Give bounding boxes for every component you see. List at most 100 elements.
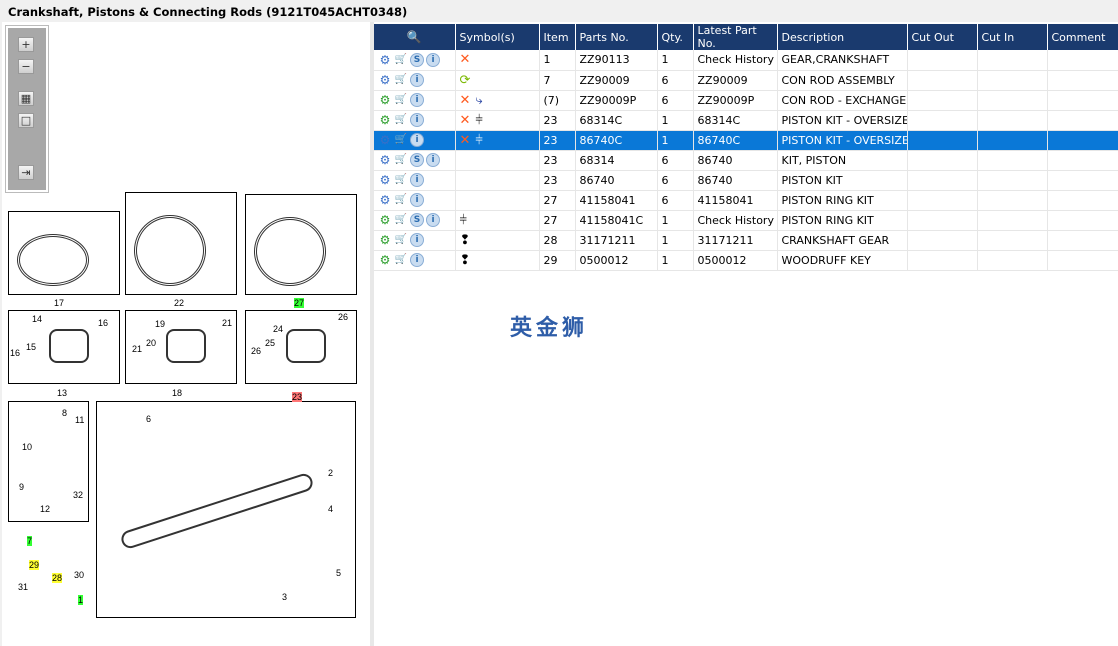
info-icon[interactable]: i [426, 52, 440, 67]
cart-icon[interactable]: 🛒 [394, 194, 408, 205]
callout-32[interactable]: 32 [73, 490, 84, 500]
cart-icon[interactable]: 🛒 [394, 134, 408, 145]
settings-icon[interactable]: ⚙ [379, 93, 391, 107]
callout-23[interactable]: 23 [292, 392, 303, 402]
piston-13[interactable] [8, 310, 120, 384]
callout-3[interactable]: 3 [282, 592, 288, 602]
column-header[interactable]: Description [777, 24, 908, 50]
callout-15[interactable]: 15 [26, 342, 37, 352]
supersession-icon[interactable]: S [410, 52, 424, 67]
callout-21[interactable]: 21 [222, 318, 233, 328]
callout-5[interactable]: 5 [336, 568, 342, 578]
column-header[interactable]: Comment [1047, 24, 1118, 50]
export-button[interactable]: ⇥ [18, 165, 34, 180]
settings-icon[interactable]: ⚙ [379, 133, 391, 147]
info-icon[interactable]: i [410, 253, 424, 267]
callout-22[interactable]: 22 [174, 298, 185, 308]
cart-icon[interactable]: 🛒 [394, 53, 408, 65]
callout-16[interactable]: 16 [98, 318, 109, 328]
ring-set-27[interactable] [245, 194, 357, 295]
settings-icon[interactable]: ⚙ [379, 173, 391, 187]
cart-icon[interactable]: 🛒 [394, 94, 408, 105]
callout-8[interactable]: 8 [62, 408, 68, 418]
cart-icon[interactable]: 🛒 [394, 254, 408, 265]
callout-9[interactable]: 9 [19, 482, 25, 492]
supersession-icon[interactable]: S [410, 213, 424, 227]
column-header[interactable]: Latest Part No. [693, 24, 778, 50]
callout-2[interactable]: 2 [328, 468, 334, 478]
settings-icon[interactable]: ⚙ [379, 113, 391, 127]
piston-23[interactable] [245, 310, 357, 384]
settings-icon[interactable]: ⚙ [379, 233, 391, 247]
callout-20[interactable]: 20 [146, 338, 157, 348]
callout-19[interactable]: 19 [155, 319, 166, 329]
ring-set-22[interactable] [125, 192, 237, 295]
info-icon[interactable]: i [426, 153, 440, 167]
settings-icon[interactable]: ⚙ [379, 213, 391, 227]
callout-26[interactable]: 26 [338, 312, 349, 322]
zoom-out-button[interactable]: − [18, 59, 34, 74]
cart-icon[interactable]: 🛒 [394, 74, 408, 85]
search-icon[interactable]: 🔍 [406, 30, 422, 44]
callout-27[interactable]: 27 [294, 298, 305, 308]
cart-icon[interactable]: 🛒 [394, 234, 408, 245]
column-header[interactable]: Qty. [657, 24, 694, 50]
info-icon[interactable]: i [410, 93, 424, 107]
callout-25[interactable]: 25 [265, 338, 276, 348]
callout-1[interactable]: 1 [78, 595, 84, 605]
column-header[interactable]: Cut Out [907, 24, 978, 50]
info-icon[interactable]: i [410, 73, 424, 87]
settings-icon[interactable]: ⚙ [379, 73, 391, 87]
callout-17[interactable]: 17 [54, 298, 65, 308]
callout-10[interactable]: 10 [22, 442, 33, 452]
info-icon[interactable]: i [426, 213, 440, 227]
fit-all-button[interactable]: ▦ [18, 91, 34, 106]
callout-11[interactable]: 11 [75, 415, 85, 425]
cart-icon[interactable]: 🛒 [394, 174, 408, 185]
fit-window-button[interactable]: □ [18, 113, 34, 128]
callout-6[interactable]: 6 [146, 414, 152, 424]
callout-13[interactable]: 13 [57, 388, 68, 398]
splitter[interactable] [370, 22, 374, 646]
callout-12[interactable]: 12 [40, 504, 51, 514]
callout-24[interactable]: 24 [273, 324, 284, 334]
cart-icon[interactable]: 🛒 [394, 154, 408, 165]
callout-16[interactable]: 16 [10, 348, 21, 358]
callout-30[interactable]: 30 [74, 570, 85, 580]
info-icon[interactable]: i [410, 113, 424, 127]
callout-21[interactable]: 21 [132, 344, 143, 354]
settings-icon[interactable]: ⚙ [379, 253, 391, 267]
search-column-header[interactable]: 🔍 [374, 24, 456, 50]
callout-31[interactable]: 31 [18, 582, 29, 592]
column-header[interactable]: Item [539, 24, 576, 50]
supersession-icon[interactable]: S [410, 153, 424, 167]
settings-icon[interactable]: ⚙ [379, 193, 391, 207]
cart-icon[interactable]: 🛒 [394, 114, 408, 125]
column-header[interactable]: Parts No. [575, 24, 658, 50]
con-rod-group[interactable] [8, 401, 89, 522]
crankshaft-group[interactable] [96, 401, 356, 618]
settings-icon[interactable]: ⚙ [379, 153, 391, 167]
callout-26[interactable]: 26 [251, 346, 262, 356]
info-icon[interactable]: i [410, 193, 424, 207]
callout-29[interactable]: 29 [29, 560, 40, 570]
cart-icon[interactable]: 🛒 [394, 214, 408, 225]
ring-set-17[interactable] [8, 211, 120, 295]
callout-18[interactable]: 18 [172, 388, 183, 398]
info-icon[interactable]: i [410, 133, 424, 147]
piston-18[interactable] [125, 310, 237, 384]
callout-28[interactable]: 28 [52, 573, 63, 583]
info-icon[interactable]: i [410, 173, 424, 187]
zoom-in-button[interactable]: + [18, 37, 34, 52]
